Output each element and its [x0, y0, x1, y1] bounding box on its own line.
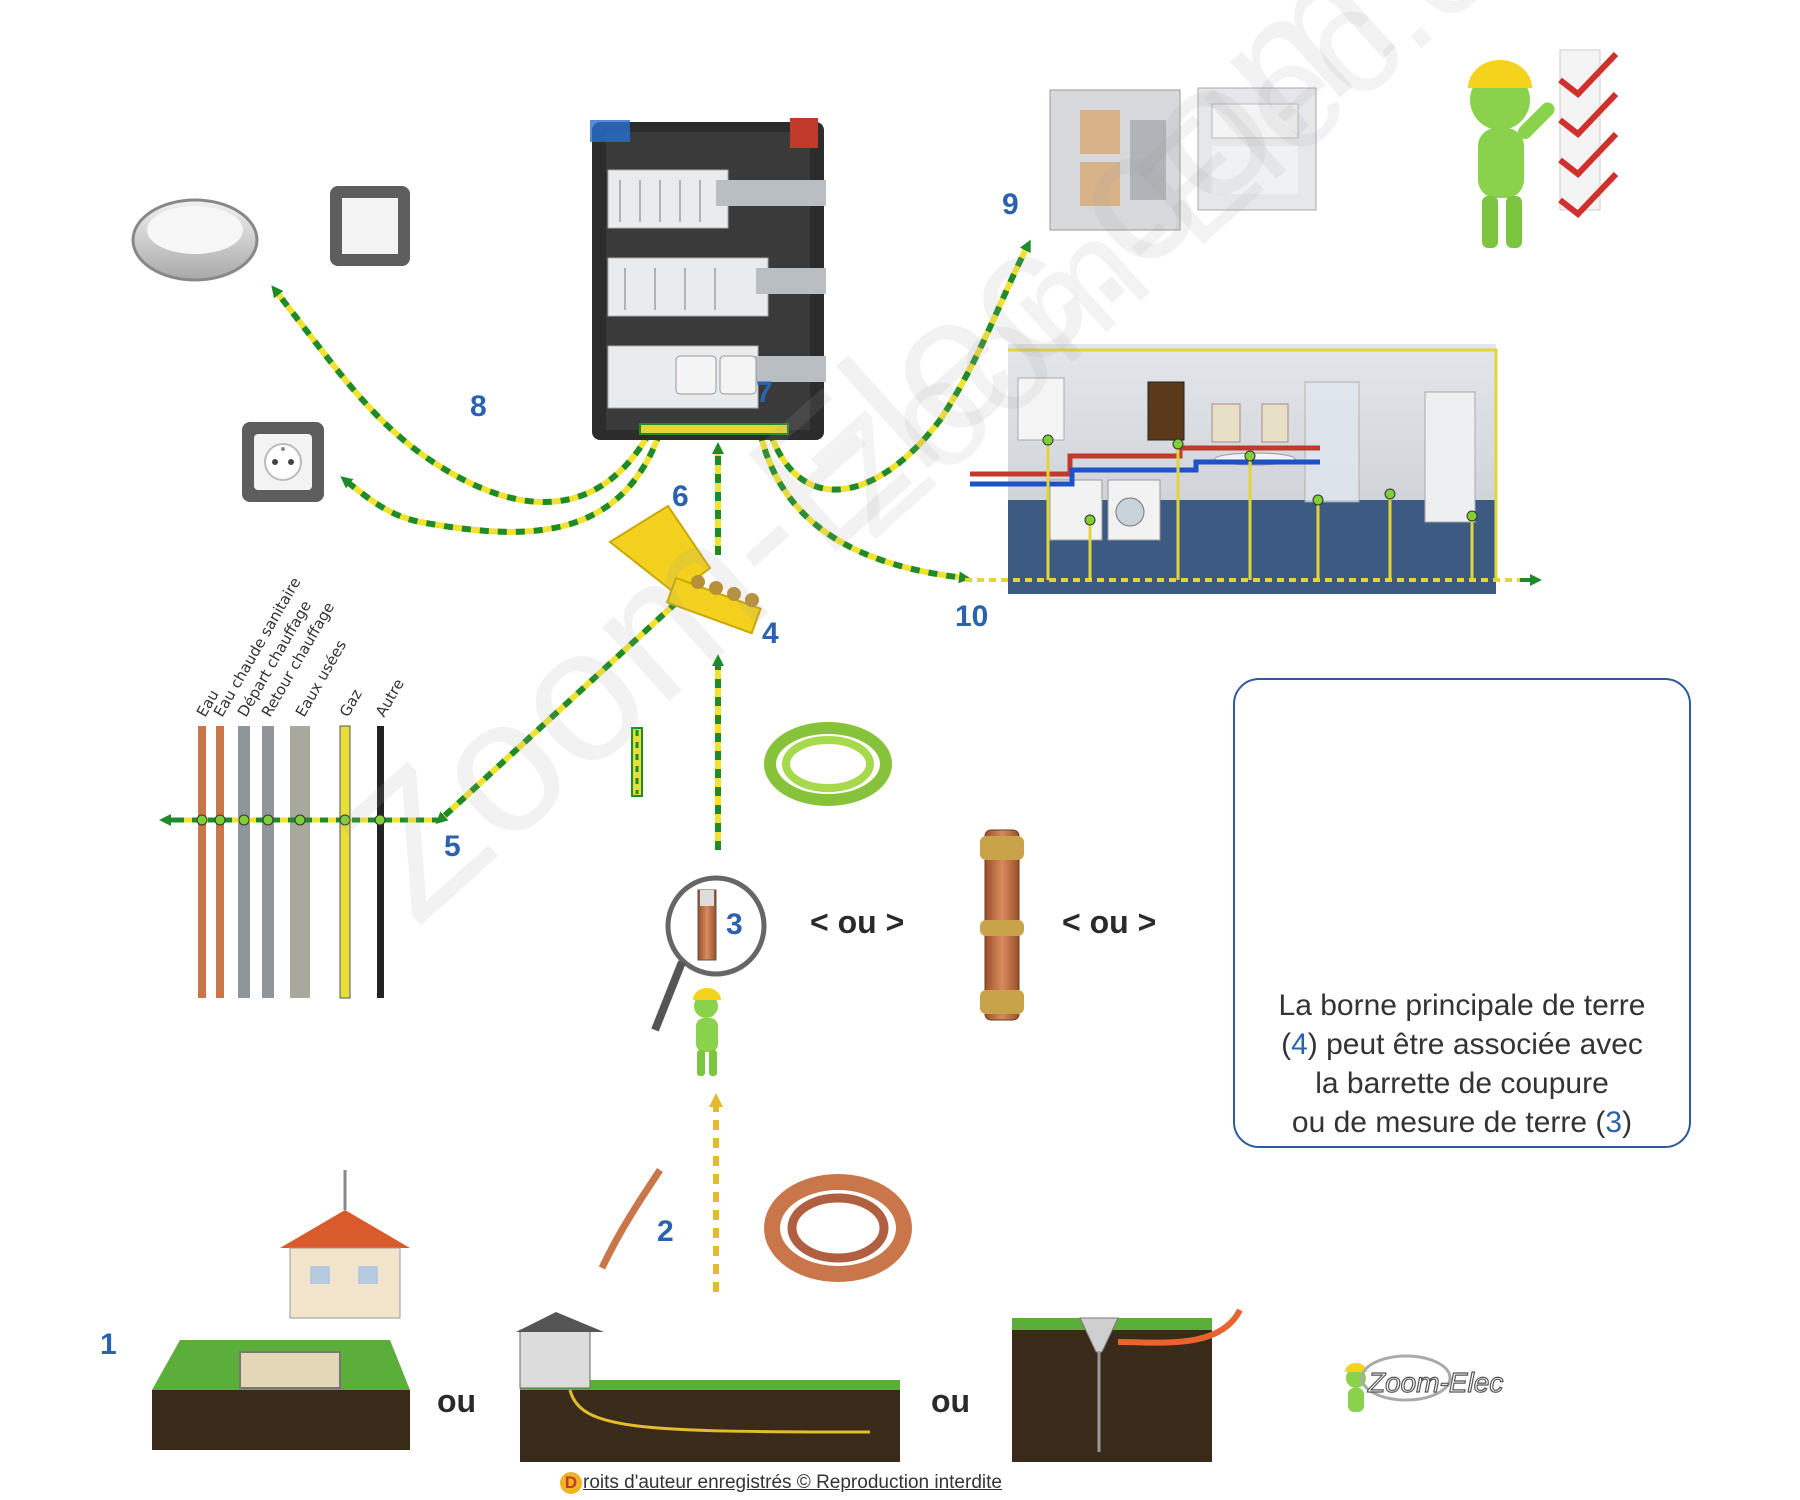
info-line-2: (4) peut être associée avec: [1233, 1025, 1691, 1064]
main-earth-terminal: [608, 504, 762, 635]
label-7: 7: [756, 376, 773, 409]
info-line-4: ou de mesure de terre (3): [1233, 1103, 1691, 1142]
info-box-text: La borne principale de terre (4) peut êt…: [1233, 986, 1691, 1142]
power-socket: [242, 422, 324, 502]
copyright-mark: D: [560, 1472, 582, 1494]
pipe-label-gaz: Gaz: [336, 686, 366, 720]
equipotential-pipes: [159, 725, 440, 999]
info-ref-4: 4: [1291, 1028, 1308, 1061]
earth-electrode-rod: [1012, 1308, 1243, 1462]
earth-wires: [271, 239, 1031, 850]
wire-to-equipotential: [435, 587, 693, 825]
separator-ou-barrette-2: < ou >: [1062, 904, 1157, 940]
wire-to-wiring-box: [767, 239, 1031, 493]
wire-to-lamp: [271, 285, 653, 505]
wire-to-socket: [340, 430, 663, 535]
label-5: 5: [444, 830, 461, 863]
info-line-1: La borne principale de terre: [1278, 989, 1646, 1022]
earth-electrode-trench: [516, 1312, 900, 1462]
info-paren-close: ): [1622, 1106, 1633, 1139]
label-3: 3: [726, 908, 743, 941]
info-line-2-rest: ) peut être associée avec: [1307, 1028, 1643, 1061]
label-4: 4: [762, 617, 779, 650]
worker-checklist: [1468, 49, 1619, 248]
label-1: 1: [100, 1328, 117, 1361]
separator-ou-2: ou: [931, 1383, 971, 1419]
brand-logo: [1345, 1354, 1452, 1412]
light-switch: [330, 186, 410, 266]
pipe-labels: Eau Eau chaude sanitaire Départ chauffag…: [193, 574, 408, 720]
measurement-bar-magnifier: [651, 875, 767, 1076]
earth-electrode-foundation: [152, 1170, 410, 1450]
label-6: 6: [672, 480, 689, 513]
copper-bar-alternative: [980, 829, 1024, 1021]
earth-conductor-samples: [631, 722, 892, 806]
copper-cable: [598, 1168, 912, 1282]
panel-breakers: [607, 169, 826, 409]
junction-boxes: [1049, 87, 1317, 231]
bathroom-scene: [965, 344, 1542, 594]
wire-to-bathroom: [757, 431, 971, 584]
copyright-text: roits d'auteur enregistrés © Reproductio…: [583, 1472, 1002, 1493]
info-ref-3: 3: [1605, 1106, 1623, 1139]
info-line-3: la barrette de coupure: [1315, 1067, 1609, 1100]
label-8: 8: [470, 390, 487, 423]
separator-ou-barrette-1: < ou >: [810, 904, 905, 940]
label-2: 2: [657, 1215, 674, 1248]
separator-ou-1: ou: [437, 1383, 477, 1419]
pipe-label-autre: Autre: [372, 676, 408, 720]
electrical-panel: [590, 118, 826, 440]
info-box: [1233, 678, 1691, 1148]
info-paren-open: (: [1281, 1028, 1292, 1061]
label-10: 10: [955, 600, 989, 633]
info-line-4-text: ou de mesure de terre (: [1291, 1106, 1606, 1139]
ceiling-lamp: [131, 198, 259, 282]
label-9: 9: [1002, 188, 1019, 221]
brand-name: Zoom-Elec: [1367, 1366, 1504, 1398]
